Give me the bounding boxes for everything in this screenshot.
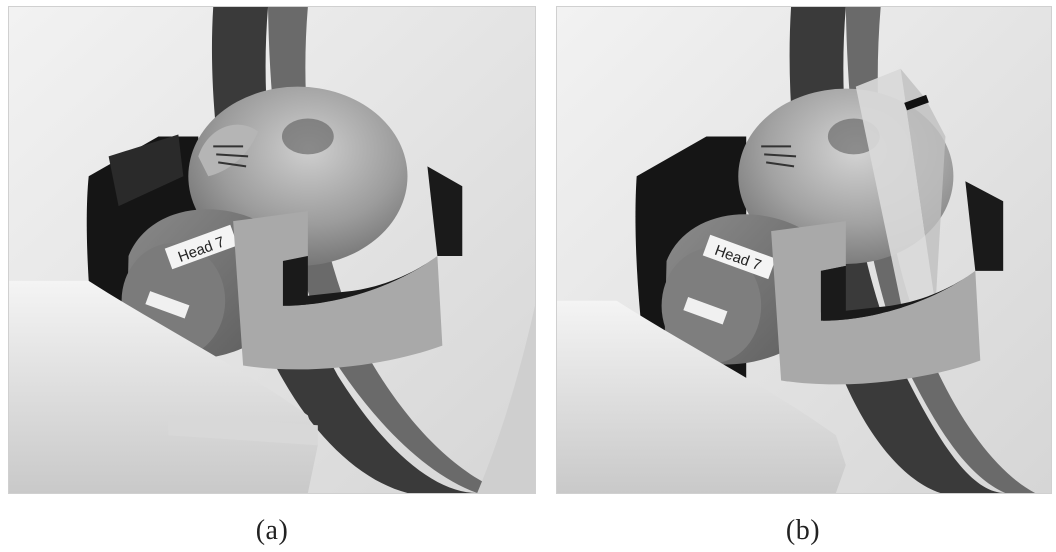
photo-panel-b: Head 7 (556, 6, 1052, 494)
photo-b-illustration: Head 7 (557, 7, 1051, 493)
photo-a-illustration: Head 7 (9, 7, 535, 493)
photo-panel-a: Head 7 (8, 6, 536, 494)
caption-b: (b) (785, 515, 821, 546)
caption-a: (a) (255, 515, 289, 546)
